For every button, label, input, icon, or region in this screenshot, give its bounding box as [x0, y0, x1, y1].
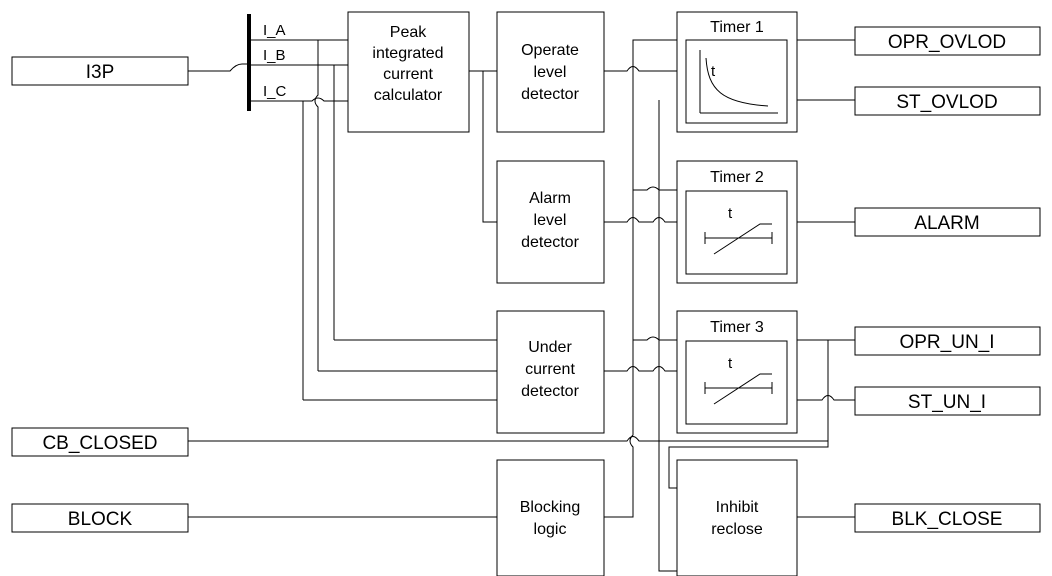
output-alarm: ALARM [854, 207, 1041, 237]
blocking-line-1: Blocking [520, 499, 580, 516]
wire-operate-timer1 [604, 66, 677, 72]
block-peak-calculator: Peak integrated current calculator [347, 11, 470, 133]
input-label-cb-closed: CB_CLOSED [42, 433, 157, 454]
peak-calc-line-3: current [383, 66, 433, 83]
peak-calc-line-1: Peak [390, 24, 427, 41]
timer-1: Timer 1 t [676, 11, 798, 133]
wire-alarm-timer2 [604, 217, 677, 223]
wire-bus-ic [249, 97, 348, 102]
timer-2-title: Timer 2 [710, 169, 764, 186]
definite-time-ramp-icon: t [704, 355, 773, 405]
wire-i3p-bus [188, 63, 249, 72]
peak-calc-line-4: calculator [374, 87, 443, 104]
output-st-un-i: ST_UN_I [854, 386, 1041, 416]
output-label-st-ovlod: ST_OVLOD [896, 92, 997, 113]
output-label-alarm: ALARM [914, 213, 979, 234]
input-label-block: BLOCK [68, 509, 133, 530]
wire-ucd-timer3 [604, 366, 677, 372]
wire-peak-alarm [482, 71, 497, 223]
input-i3p: I3P [11, 56, 189, 86]
bus-label-ia: I_A [263, 22, 286, 39]
wire-timer3-st [797, 395, 855, 401]
inhibit-line-1: Inhibit [716, 499, 759, 516]
inhibit-line-2: reclose [711, 521, 763, 538]
under-current-line-1: Under [528, 339, 572, 356]
operate-line-1: Operate [521, 42, 579, 59]
definite-time-ramp-icon: t [704, 205, 773, 255]
peak-calc-line-2: integrated [372, 45, 443, 62]
wire-block-timer2 [633, 186, 677, 191]
wire-opr-uni-inhibit [668, 340, 829, 489]
alarm-line-2: level [534, 212, 567, 229]
input-label-i3p: I3P [86, 62, 115, 83]
alarm-line-1: Alarm [529, 190, 571, 207]
block-operate-detector: Operate level detector [496, 11, 605, 133]
under-current-line-3: detector [521, 383, 579, 400]
operate-line-2: level [534, 64, 567, 81]
output-opr-ovlod: OPR_OVLOD [854, 26, 1041, 56]
output-st-ovlod: ST_OVLOD [854, 86, 1041, 116]
blocking-line-2: logic [534, 521, 567, 538]
output-blk-close: BLK_CLOSE [854, 503, 1041, 533]
under-current-line-2: current [525, 361, 575, 378]
block-alarm-detector: Alarm level detector [496, 160, 605, 284]
bus-label-ib: I_B [263, 47, 286, 64]
timer-2: Timer 2 t [676, 160, 798, 284]
bus-label-ic: I_C [263, 83, 287, 100]
timer-2-axis: t [728, 205, 733, 222]
timer-1-title: Timer 1 [710, 19, 764, 36]
inverse-time-curve-icon: t [699, 50, 778, 114]
wires [188, 39, 855, 572]
input-block: BLOCK [11, 503, 189, 533]
block-blocking-logic: Blocking logic [496, 459, 605, 576]
timer-3-title: Timer 3 [710, 319, 764, 336]
output-label-opr-un-i: OPR_UN_I [899, 332, 994, 353]
output-label-st-un-i: ST_UN_I [908, 392, 986, 413]
timer-3-axis: t [728, 355, 733, 372]
block-under-current-detector: Under current detector [496, 310, 605, 434]
alarm-line-3: detector [521, 234, 579, 251]
wire-ia-down [314, 40, 319, 371]
output-label-opr-ovlod: OPR_OVLOD [888, 32, 1006, 53]
block-inhibit-reclose: Inhibit reclose [676, 459, 798, 576]
timer-1-axis: t [711, 63, 716, 80]
wire-cb-closed [188, 436, 828, 442]
timer-3: Timer 3 t [676, 310, 798, 434]
output-label-blk-close: BLK_CLOSE [892, 509, 1003, 530]
wire-st-vertical [658, 100, 677, 572]
wire-block-timer3 [633, 336, 677, 341]
operate-line-3: detector [521, 86, 579, 103]
output-opr-un-i: OPR_UN_I [854, 326, 1041, 356]
wire-block-out [604, 39, 677, 518]
input-cb-closed: CB_CLOSED [11, 427, 189, 457]
